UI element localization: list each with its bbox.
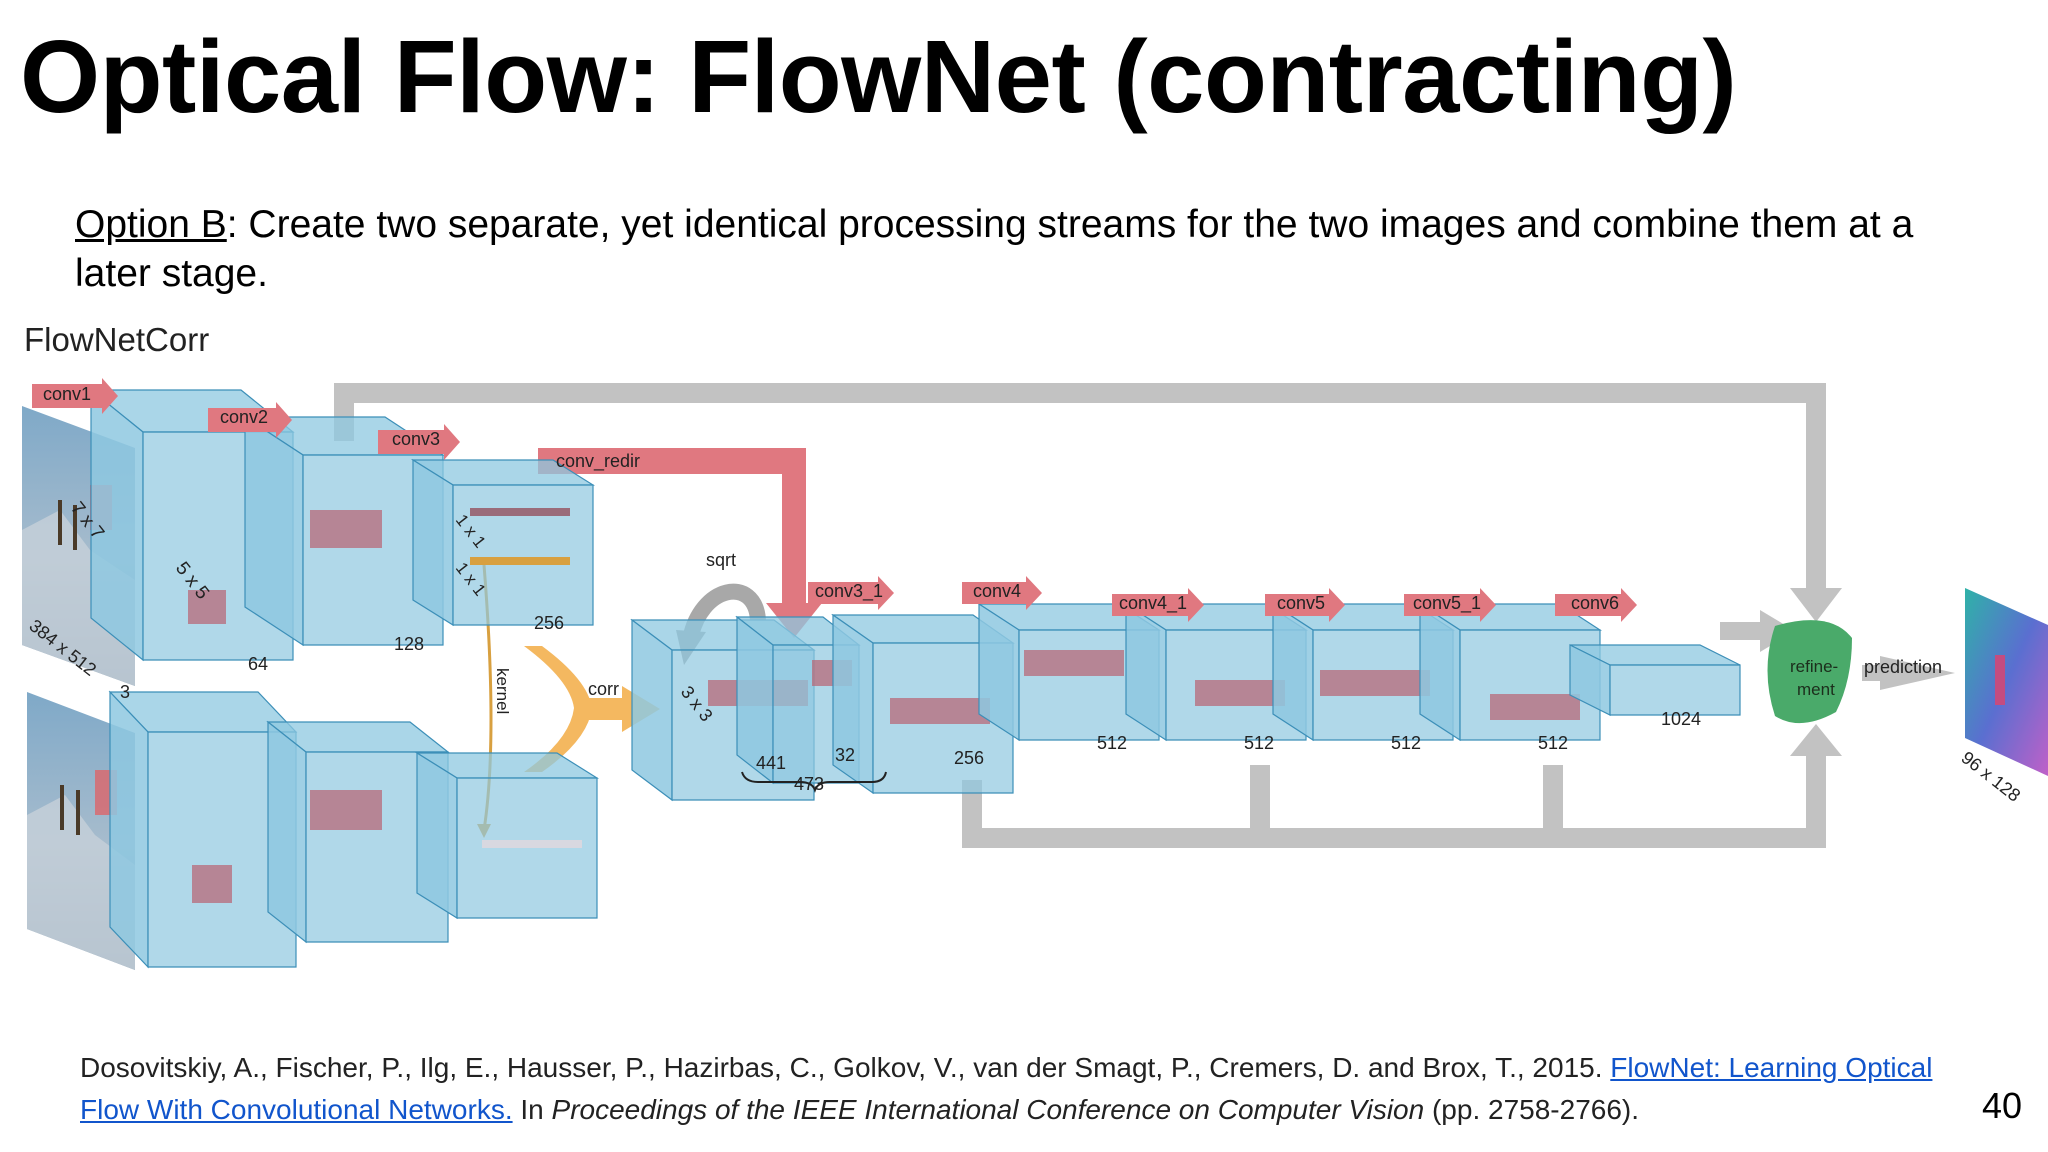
label-conv5-1: conv5_1 [1413,593,1481,614]
conv-label-arrow [378,424,460,460]
block-conv3-b [414,751,600,920]
conv-label-arrow [1112,588,1204,622]
citation-pages: (pp. 2758-2766). [1431,1094,1640,1125]
label-refine: refine- [1790,657,1838,676]
input-image-2 [27,692,135,970]
citation: Dosovitskiy, A., Fischer, P., Ilg, E., H… [80,1047,1960,1131]
label-corr: corr [588,679,619,699]
block-feature-bar [482,840,582,848]
block-feature-bar [470,508,570,516]
block-feature-bar [470,557,570,565]
label-conv4: conv4 [973,581,1021,601]
label-1024: 1024 [1661,709,1701,729]
citation-venue-prefix: In [520,1094,544,1125]
label-conv2: conv2 [220,407,268,427]
conv-blocks [89,388,1741,969]
conv-label-arrow [962,576,1042,610]
label-conv4-1: conv4_1 [1119,593,1187,614]
block-conv4 [831,613,1015,795]
block-conv1-b [108,690,298,969]
label-512b: 512 [1244,733,1274,753]
output-image [1965,588,2048,776]
block-conv2-b [266,720,450,944]
conv-label-arrows [32,378,1637,622]
conv-label-arrow [32,378,118,414]
block-conv6 [1417,602,1603,742]
block-conv4-1 [976,602,1162,742]
label-64: 64 [248,654,268,674]
label-512d: 512 [1538,733,1568,753]
label-conv6: conv6 [1571,593,1619,613]
skip-connections [334,383,1955,848]
option-text: : Create two separate, yet identical pro… [75,203,1914,295]
conv-label-arrow [1555,588,1637,622]
label-256a: 256 [534,613,564,633]
conv-label-arrow [1404,588,1496,622]
conv-redir-arrow [538,448,822,638]
slide-subtitle: Option B: Create two separate, yet ident… [75,200,1975,298]
citation-authors: Dosovitskiy, A., Fischer, P., Ilg, E., H… [80,1052,1603,1083]
label-conv3-1: conv3_1 [815,581,883,602]
label-conv3: conv3 [392,429,440,449]
label-128: 128 [394,634,424,654]
dim-brace [741,771,887,793]
label-prediction: prediction [1864,657,1942,677]
conv-label-arrow [808,576,894,610]
citation-venue: Proceedings of the IEEE International Co… [551,1094,1425,1125]
diagram-svg: FlowNetCorr [22,321,2048,970]
label-512c: 512 [1391,733,1421,753]
label-512a: 512 [1097,733,1127,753]
diagram-heading: FlowNetCorr [24,321,209,358]
option-label: Option B [75,203,227,246]
block-conv3-a [410,458,596,627]
flownetcorr-diagram: FlowNetCorr [0,320,2048,980]
conv-label-arrow [1265,588,1345,622]
block-1024 [1569,644,1741,716]
label-sqrt: sqrt [706,550,736,570]
conv-label-arrow [208,402,292,438]
refinement-node [1767,620,1852,724]
label-441: 441 [756,753,786,773]
label-conv1: conv1 [43,384,91,404]
citation-link[interactable]: FlowNet: Learning Optical Flow With Conv… [80,1052,1933,1125]
label-3: 3 [120,682,130,702]
label-kernel: kernel [493,668,512,714]
label-conv5: conv5 [1277,593,1325,613]
page-number: 40 [1981,1085,2022,1126]
label-conv-redir: conv_redir [556,451,640,472]
label-256b: 256 [954,748,984,768]
block-conv5 [1123,602,1309,742]
label-ment: ment [1797,680,1835,699]
slide-title: Optical Flow: FlowNet (contracting) [20,19,1737,134]
label-32: 32 [835,745,855,765]
